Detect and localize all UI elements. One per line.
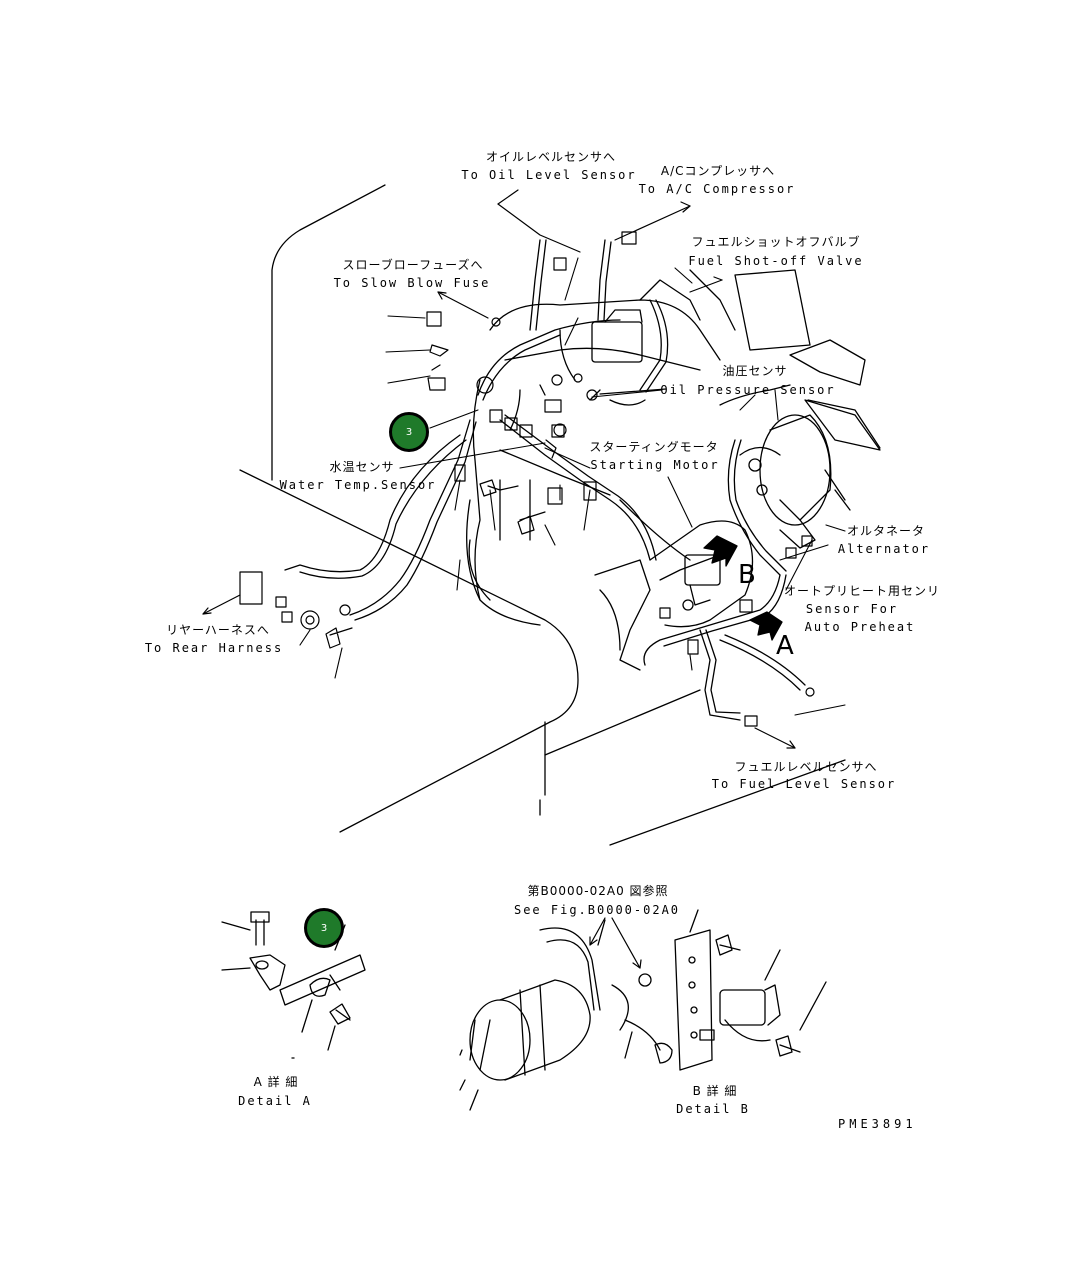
detail-b-leader-arrows [589,917,642,969]
label-alternator-jp: オルタネータ [846,524,926,538]
callout-item-3-detail-a[interactable]: 3 [304,908,344,948]
part-code: PME3891 [838,1117,917,1131]
label-oil-pressure-en: Oil Pressure Sensor [660,383,836,397]
alternator [739,414,851,549]
view-marker-a: A [776,631,794,661]
label-starting-motor-jp: スターティングモータ [589,440,719,454]
detail-a-drawing [221,911,366,1059]
view-arrows [703,535,783,641]
label-see-fig-jp: 第B0000-02A0 図参照 [527,884,669,898]
leader-lines [299,257,846,716]
label-rear-harness-en: To Rear Harness [144,641,284,655]
label-slow-blow-en: To Slow Blow Fuse [333,276,491,290]
view-marker-b: B [738,560,756,590]
misc-plates [807,399,881,449]
starting-motor [649,520,754,628]
label-fuel-shutoff-jp: フュエルショットオフバルブ [691,235,861,249]
label-auto-preheat-en-2: Auto Preheat [804,620,916,634]
main-harness [284,239,806,721]
callout-item-3-main[interactable]: 3 [389,412,429,452]
frame-outline [239,184,846,846]
label-oil-level-en: To Oil Level Sensor [461,168,637,182]
label-oil-pressure-jp: 油圧センサ [722,364,788,378]
label-detail-b-jp: B 詳 細 [692,1084,738,1098]
label-water-temp-en: Water Temp.Sensor [279,478,437,492]
label-fuel-level-en: To Fuel Level Sensor [711,777,897,791]
detail-b-drawing [459,909,827,1111]
label-ac-en: To A/C Compressor [638,182,796,196]
leader-arrows [202,189,796,749]
label-water-temp-jp: 水温センサ [329,460,395,474]
label-rear-harness-jp: リヤーハーネスへ [166,623,270,637]
label-auto-preheat-jp: オートプリヒート用センリ [783,584,941,598]
label-fuel-level-jp: フュエルレベルセンサへ [734,760,878,774]
label-fuel-shutoff-en: Fuel Shot-off Valve [688,254,864,268]
bolts [325,344,557,649]
label-detail-a-jp: A 詳 細 [253,1075,299,1089]
label-alternator-en: Alternator [837,542,931,556]
label-starting-motor-en: Starting Motor [590,458,720,472]
label-oil-level-jp: オイルレベルセンサへ [485,150,617,164]
label-slow-blow-jp: スローブローフューズへ [342,258,484,272]
label-detail-b-en: Detail B [676,1102,750,1116]
label-detail-a-en: Detail A [238,1094,312,1108]
label-see-fig-en: See Fig.B0000-02A0 [513,903,681,917]
label-ac-jp: A/Cコンプレッサへ [660,164,776,178]
label-auto-preheat-en-1: Sensor For [805,602,899,616]
